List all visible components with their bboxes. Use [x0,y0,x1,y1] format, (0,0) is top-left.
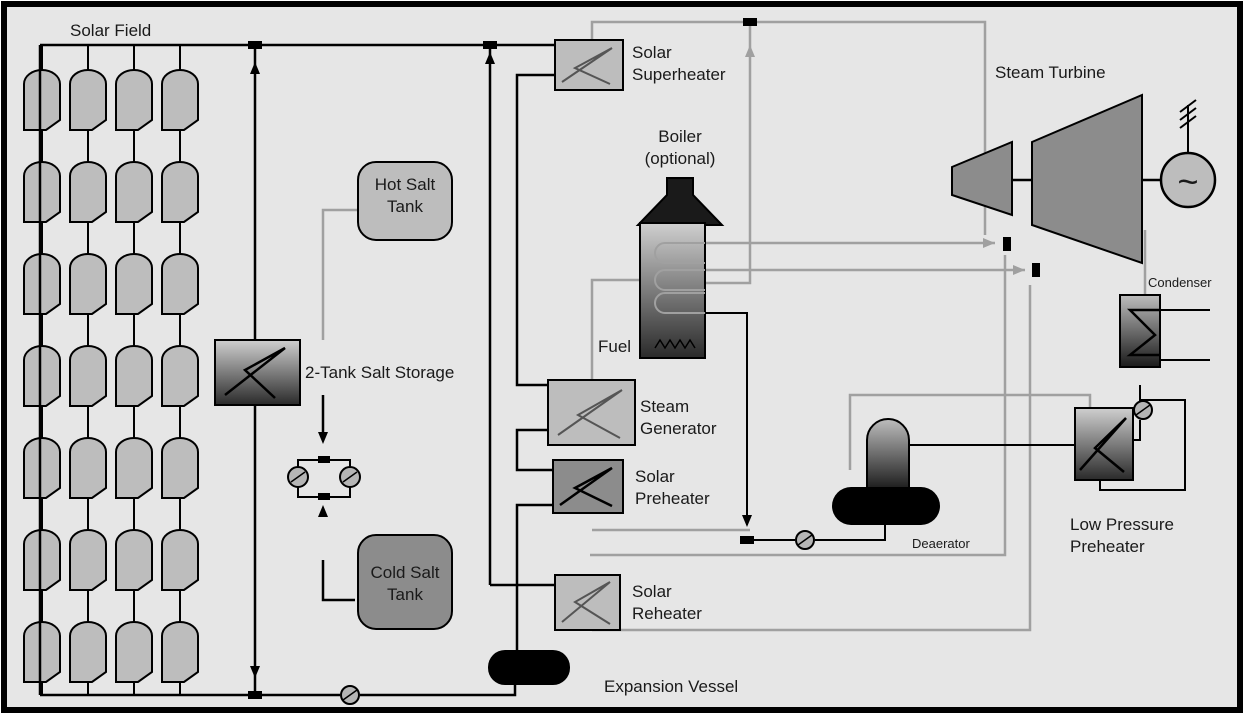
lp-preheater-label: Low Pressure [1070,515,1174,534]
hot-salt-tank-label: Hot Salt [375,175,436,194]
grid-connection-icon [1179,99,1197,153]
expansion-vessel-label: Expansion Vessel [604,677,738,696]
solar-collector [115,253,153,315]
solar-reheater [554,574,621,631]
hot-salt-tank-label-2: Tank [387,197,423,216]
solar-collector [115,161,153,223]
steam-valve [1003,237,1011,251]
solar-collector [161,621,199,683]
salt-pump-station [287,456,361,500]
steam-generator-label: Steam [640,397,689,416]
solar-collector [23,621,61,683]
feedwater-valve [740,536,754,544]
steam-turbine-label: Steam Turbine [995,63,1106,82]
salt-storage-heat-exchanger [214,339,301,406]
solar-collector [69,529,107,591]
solar-collector [115,437,153,499]
cold-salt-tank-label-2: Tank [387,585,423,604]
solar-collector [115,621,153,683]
solar-collector [161,529,199,591]
fuel-label: Fuel [598,337,631,356]
solar-field [23,45,199,695]
solar-collector [23,345,61,407]
solar-superheater-label: Solar [632,43,672,62]
steam-generator-label-2: Generator [640,419,717,438]
cold-salt-tank [357,534,453,630]
solar-collector [69,253,107,315]
solar-collector [115,529,153,591]
solar-collector [69,437,107,499]
solar-preheater-label: Solar [635,467,675,486]
deaerator-label: Deaerator [912,536,970,551]
solar-collector [69,621,107,683]
solar-collector [161,253,199,315]
boiler-label-2: (optional) [645,149,716,168]
solar-collector [115,69,153,131]
solar-collector [23,529,61,591]
solar-collector [23,253,61,315]
solar-collector [161,345,199,407]
htf-arrows [250,52,495,678]
boiler-label: Boiler [658,127,702,146]
lp-preheater-label-2: Preheater [1070,537,1145,556]
steam-valve [1032,263,1040,277]
cold-salt-tank-label: Cold Salt [371,563,440,582]
turbine-hp-stage [951,140,1013,217]
solar-collector [161,437,199,499]
solar-collector [161,69,199,131]
solar-field-label: Solar Field [70,21,151,40]
salt-storage-label: 2-Tank Salt Storage [305,363,454,382]
htf-valve [248,41,262,49]
solar-collector [23,161,61,223]
solar-collector [69,161,107,223]
htf-loop [38,43,555,697]
htf-valve [483,41,497,49]
htf-valve [248,691,262,699]
condenser-label: Condenser [1148,275,1212,290]
boiler [635,177,725,359]
hot-salt-tank [357,161,453,241]
expansion-vessel [488,650,570,685]
solar-collector [69,69,107,131]
turbine-lp-stage [1031,93,1143,265]
solar-collector [69,345,107,407]
solar-superheater-label-2: Superheater [632,65,726,84]
solar-collector [161,161,199,223]
solar-superheater [554,39,624,91]
feedwater-lines [705,309,1210,541]
generator-symbol: ~ [1177,161,1198,202]
solar-reheater-label: Solar [632,582,672,601]
solar-collector [23,69,61,131]
solar-preheater-label-2: Preheater [635,489,710,508]
solar-collector [23,437,61,499]
solar-reheater-label-2: Reheater [632,604,702,623]
deaerator [832,418,940,525]
solar-collector [115,345,153,407]
steam-valve [743,18,757,26]
